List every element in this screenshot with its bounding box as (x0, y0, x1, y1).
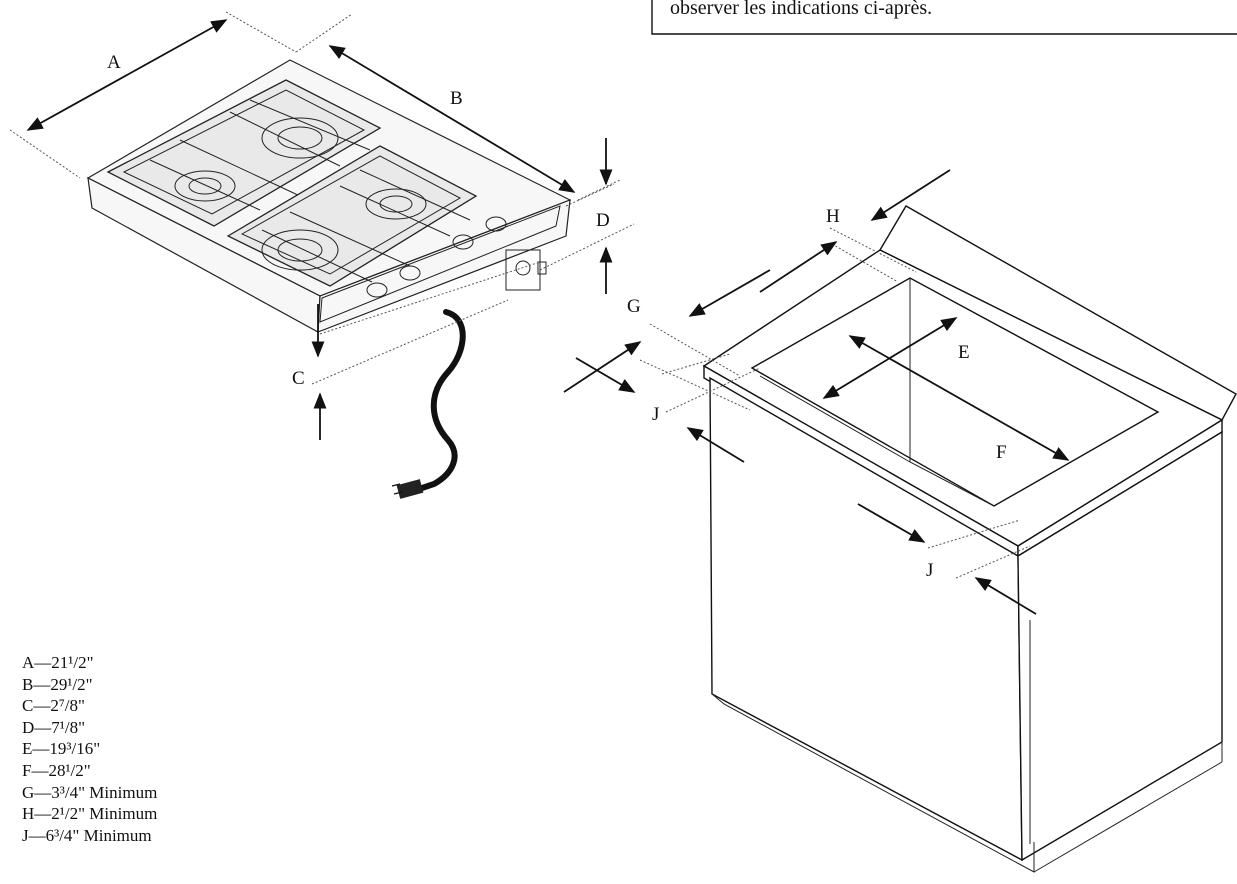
label-F: F (996, 442, 1007, 463)
control-panel (319, 205, 561, 323)
grate-left (106, 79, 382, 227)
dimension-B (295, 13, 621, 201)
legend-item-C: C—2⁷/8" (22, 696, 85, 716)
dimension-J (575, 353, 1037, 615)
legend-item-J: J—6³/4" Minimum (22, 825, 152, 845)
dimension-A (9, 11, 297, 179)
knob-2 (399, 265, 421, 281)
dimension-H (759, 169, 951, 293)
cabinet (702, 205, 1237, 873)
label-B: B (450, 88, 463, 109)
legend-item-H: H—2¹/2" Minimum (22, 804, 158, 824)
label-J-bottom: J (926, 560, 933, 581)
label-G: G (627, 296, 641, 317)
dimension-F (848, 335, 1070, 461)
legend-item-E: E—19³/16" (22, 739, 101, 759)
label-D: D (596, 210, 610, 231)
control-knobs (366, 216, 507, 298)
burner-front-left (174, 170, 236, 202)
label-E: E (958, 342, 970, 363)
knob-1 (366, 282, 388, 298)
dimension-G (563, 269, 771, 411)
legend-item-A: A—21¹/2" (22, 653, 94, 672)
label-A: A (107, 52, 121, 73)
callout-text: observer les indications ci-après. (670, 0, 932, 19)
legend-item-F: F—28¹/2" (22, 760, 91, 780)
label-J-top: J (652, 404, 659, 425)
dimension-legend: A—21¹/2" B—29¹/2" C—2⁷/8" D—7¹/8" E—19³/… (22, 652, 157, 846)
dimension-C (311, 261, 541, 440)
cooktop (86, 59, 572, 499)
burner-front-right (261, 229, 339, 271)
label-H: H (826, 206, 840, 227)
knob-4 (485, 216, 507, 232)
knob-3 (452, 234, 474, 250)
legend-item-D: D—7¹/8" (22, 717, 86, 737)
label-C: C (292, 368, 305, 389)
power-cord (391, 309, 466, 499)
legend-item-B: B—29¹/2" (22, 674, 93, 694)
callout-box: observer les indications ci-après. (651, 0, 1237, 35)
dimension-D (539, 138, 635, 294)
legend-item-G: G—3³/4" Minimum (22, 782, 158, 802)
